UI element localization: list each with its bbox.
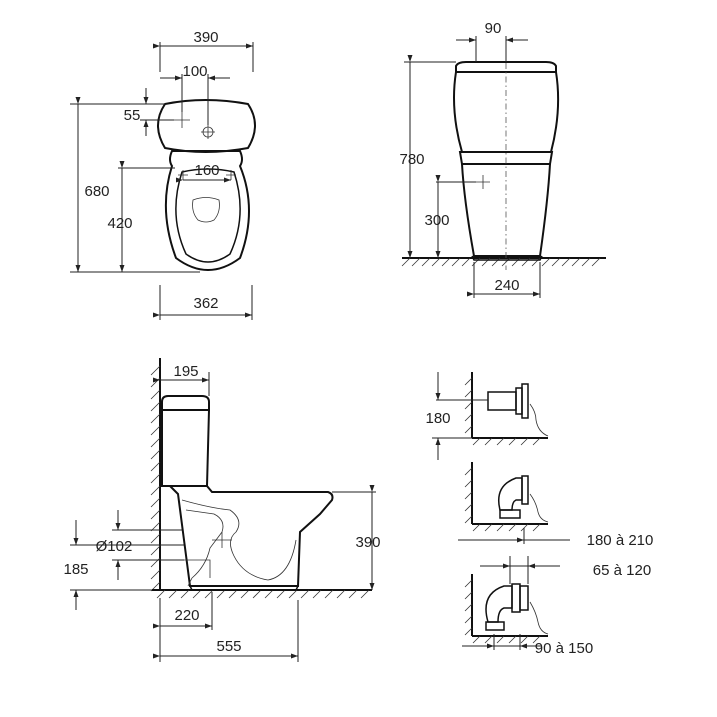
dim-conn-180: 180 xyxy=(425,410,450,427)
dim-top-362: 362 xyxy=(193,295,218,312)
side-view: 195 Ø102 185 390 220 555 xyxy=(63,358,381,662)
dim-top-width: 390 xyxy=(193,29,218,46)
dim-top-160: 160 xyxy=(194,162,219,179)
front-view: 90 780 300 240 xyxy=(399,20,606,298)
dim-side-555: 555 xyxy=(216,638,241,655)
dim-conn-180-210: 180 à 210 xyxy=(587,532,654,549)
connection-wall-outlet: 180 xyxy=(425,372,549,460)
dim-side-195: 195 xyxy=(173,363,198,380)
dim-side-390: 390 xyxy=(355,534,380,551)
top-view: 390 100 55 160 680 420 362 xyxy=(70,29,256,320)
dim-top-420: 420 xyxy=(107,215,132,232)
connection-offset-outlet: 65 à 120 90 à 150 xyxy=(462,556,651,657)
dim-side-220: 220 xyxy=(174,607,199,624)
dim-front-240: 240 xyxy=(494,277,519,294)
dim-top-680: 680 xyxy=(84,183,109,200)
dim-front-300: 300 xyxy=(424,212,449,229)
dim-front-90: 90 xyxy=(485,20,502,37)
dim-side-185: 185 xyxy=(63,561,88,578)
dim-top-offset: 100 xyxy=(182,63,207,80)
dim-top-55: 55 xyxy=(124,107,141,124)
connection-variants: 180 180 à 210 xyxy=(425,372,653,657)
dim-front-780: 780 xyxy=(399,151,424,168)
dim-conn-65-120: 65 à 120 xyxy=(593,562,651,579)
connection-floor-outlet: 180 à 210 xyxy=(458,462,653,549)
dim-conn-90-150: 90 à 150 xyxy=(535,640,593,657)
dim-side-pipe: Ø102 xyxy=(96,538,133,555)
